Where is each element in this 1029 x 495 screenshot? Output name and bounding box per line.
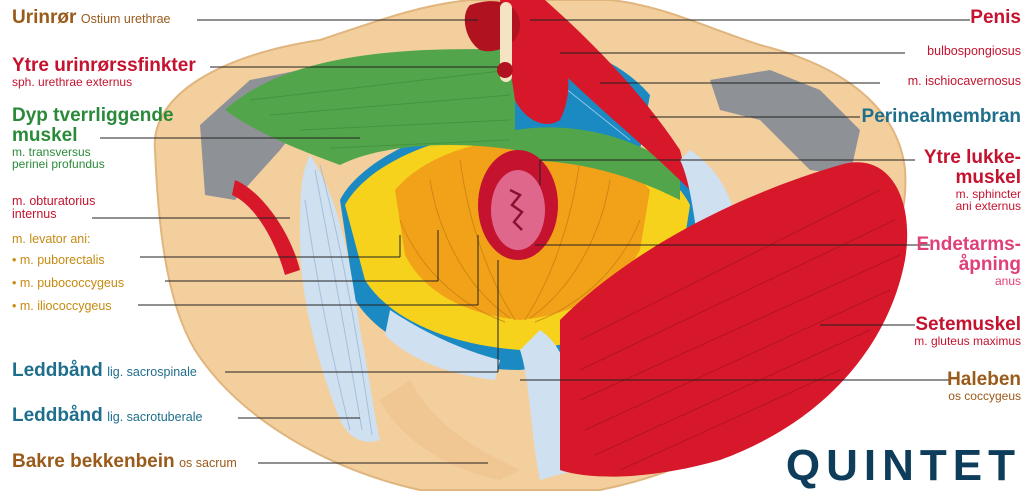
- bulbo-main: bulbospongiosus: [927, 45, 1021, 58]
- penis-main: Penis: [970, 8, 1021, 28]
- endetarm-main2: åpning: [916, 255, 1021, 275]
- urinror-main: Urinrør: [12, 7, 76, 28]
- haleben-latin: os coccygeus: [947, 390, 1021, 403]
- sacrum-latin: os sacrum: [179, 456, 237, 470]
- label-ischio: m. ischiocavernosus: [908, 75, 1021, 88]
- sacrum-main: Bakre bekkenbein: [12, 451, 175, 472]
- sacrotuberale-latin: lig. sacrotuberale: [107, 410, 202, 424]
- ytre-lukke-main1: Ytre lukke-: [924, 148, 1021, 168]
- label-ytre-urinror: Ytre urinrørssfinkter sph. urethrae exte…: [12, 56, 196, 89]
- endetarm-main1: Endetarms-: [916, 235, 1021, 255]
- label-perineal: Perinealmembran: [862, 107, 1021, 127]
- ytre-urinror-main: Ytre urinrørssfinkter: [12, 56, 196, 76]
- setemuskel-main: Setemuskel: [914, 315, 1021, 335]
- setemuskel-latin: m. gluteus maximus: [914, 335, 1021, 348]
- label-ytre-lukke: Ytre lukke- muskel m. sphincter ani exte…: [924, 148, 1021, 213]
- label-endetarm: Endetarms- åpning anus: [916, 235, 1021, 287]
- label-levator: m. levator ani: • m. puborectalis • m. p…: [12, 233, 124, 314]
- label-sacrum: Bakre bekkenbein os sacrum: [12, 452, 237, 472]
- quintet-logo: QUINTET: [786, 441, 1021, 491]
- sacrospinale-main: Leddbånd: [12, 360, 103, 381]
- label-dyp-tverr: Dyp tverrliggende muskel m. transversus …: [12, 106, 174, 171]
- ytre-urinror-latin: sph. urethrae externus: [12, 76, 196, 89]
- label-setemuskel: Setemuskel m. gluteus maximus: [914, 315, 1021, 348]
- levator-item-iliococcygeus: • m. iliococcygeus: [12, 300, 124, 313]
- ytre-lukke-latin2: ani externus: [924, 200, 1021, 213]
- levator-item-puborectalis: • m. puborectalis: [12, 254, 124, 267]
- dyp-tverr-main1: Dyp tverrliggende: [12, 106, 174, 126]
- label-sacrotuberale: Leddbånd lig. sacrotuberale: [12, 406, 202, 426]
- dyp-tverr-main2: muskel: [12, 126, 174, 146]
- label-obturatorius: m. obturatorius internus: [12, 195, 95, 221]
- ischio-main: m. ischiocavernosus: [908, 75, 1021, 88]
- label-urinror: Urinrør Ostium urethrae: [12, 8, 170, 28]
- label-bulbo: bulbospongiosus: [927, 45, 1021, 58]
- dyp-tverr-latin2: perinei profundus: [12, 158, 174, 171]
- sacrospinale-latin: lig. sacrospinale: [107, 365, 197, 379]
- perineal-main: Perinealmembran: [862, 107, 1021, 127]
- levator-item-pubococcygeus: • m. pubococcygeus: [12, 277, 124, 290]
- urinror-latin: Ostium urethrae: [81, 12, 171, 26]
- label-haleben: Haleben os coccygeus: [947, 370, 1021, 403]
- sacrotuberale-main: Leddbånd: [12, 405, 103, 426]
- ytre-lukke-main2: muskel: [924, 168, 1021, 188]
- label-sacrospinale: Leddbånd lig. sacrospinale: [12, 361, 197, 381]
- obturatorius-line2: internus: [12, 208, 95, 221]
- haleben-main: Haleben: [947, 370, 1021, 390]
- levator-header: m. levator ani:: [12, 233, 124, 246]
- endetarm-latin: anus: [916, 275, 1021, 288]
- label-penis: Penis: [970, 8, 1021, 28]
